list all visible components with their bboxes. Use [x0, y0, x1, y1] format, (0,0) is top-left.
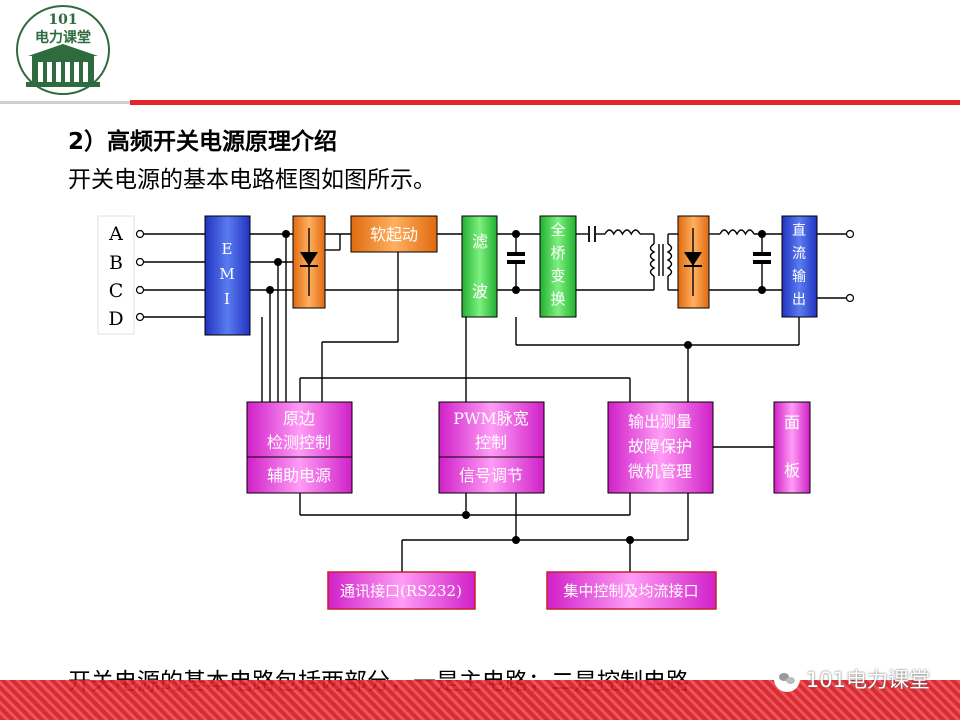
dc-output-char-3: 输: [792, 269, 806, 285]
terminals: [135, 229, 855, 322]
output-measure-line-2: 故障保护: [628, 437, 692, 456]
filter-label-2: 波: [472, 282, 488, 301]
dc-output-char-1: 直: [792, 222, 806, 239]
full-bridge-char-4: 换: [550, 290, 565, 308]
full-bridge-char-1: 全: [550, 221, 565, 239]
emi-letter-m: M: [219, 265, 234, 283]
header-rule-grey: [0, 101, 130, 104]
header-rule: [0, 98, 960, 108]
panel-char-1: 面: [784, 413, 800, 432]
primary-detect-line-2: 检测控制: [267, 433, 331, 452]
central-control-label: 集中控制及均流接口: [563, 582, 698, 600]
pwm-block: [438, 401, 545, 458]
watermark: 101电力课堂: [773, 664, 930, 694]
panel-char-2: 板: [784, 461, 800, 480]
watermark-text: 101电力课堂: [805, 668, 930, 692]
header-rule-red: [130, 100, 960, 105]
signal-adjust-label: 信号调节: [459, 466, 523, 485]
capacitors: [507, 252, 771, 264]
pwm-line-1: PWM脉宽: [453, 409, 529, 428]
filter-label-1: 滤: [472, 232, 488, 251]
logo: 101 电力课堂: [14, 4, 112, 96]
signal-adjust-block: [438, 456, 545, 494]
aux-power-label: 辅助电源: [267, 466, 331, 485]
primary-detect-line-1: 原边: [283, 409, 315, 428]
inductor-1: [604, 229, 641, 236]
inductor-2: [719, 229, 755, 236]
output-measure-line-1: 输出测量: [628, 412, 692, 431]
input-a-label: A: [108, 223, 123, 245]
logo-name: 电力课堂: [35, 29, 91, 46]
dc-output-char-4: 出: [792, 292, 806, 308]
emi-block: [204, 215, 251, 336]
junction-dots: [266, 230, 766, 544]
full-bridge-char-2: 桥: [550, 244, 565, 262]
aux-power-block: [246, 456, 353, 494]
input-d-label: D: [108, 308, 123, 330]
input-label-panel: [97, 215, 135, 335]
input-b-label: B: [109, 252, 123, 274]
full-bridge-char-3: 变: [550, 267, 565, 285]
pwm-line-2: 控制: [475, 433, 507, 452]
central-control-block: [546, 571, 717, 610]
logo-number: 101: [48, 12, 77, 28]
output-measure-line-3: 微机管理: [628, 462, 692, 481]
section-heading: 2）高频开关电源原理介绍: [68, 129, 338, 155]
transformer: [649, 243, 673, 277]
comm-interface-label: 通讯接口(RS232): [340, 582, 462, 600]
panel-block: [773, 401, 811, 494]
dc-output-block: [781, 215, 818, 318]
soft-start-block: [350, 215, 438, 253]
soft-start-label: 软起动: [370, 225, 418, 244]
full-bridge-block: [539, 215, 577, 318]
primary-detect-block: [246, 401, 353, 458]
footer-band: [0, 680, 960, 720]
series-capacitor: [588, 226, 596, 242]
filter-block: [461, 215, 498, 318]
intro-text: 开关电源的基本电路框图如图所示。: [68, 167, 436, 193]
input-c-label: C: [109, 280, 124, 302]
dc-output-char-2: 流: [792, 246, 806, 262]
output-measure-block: [607, 401, 714, 494]
diode-icon-2: [684, 228, 702, 296]
emi-letter-e: E: [222, 240, 233, 258]
logo-emblem: 101 电力课堂: [16, 5, 110, 95]
wechat-icon: [773, 666, 800, 692]
comm-interface-block: [327, 571, 476, 610]
emi-letter-i: I: [224, 290, 230, 308]
diode-icon: [300, 228, 318, 296]
